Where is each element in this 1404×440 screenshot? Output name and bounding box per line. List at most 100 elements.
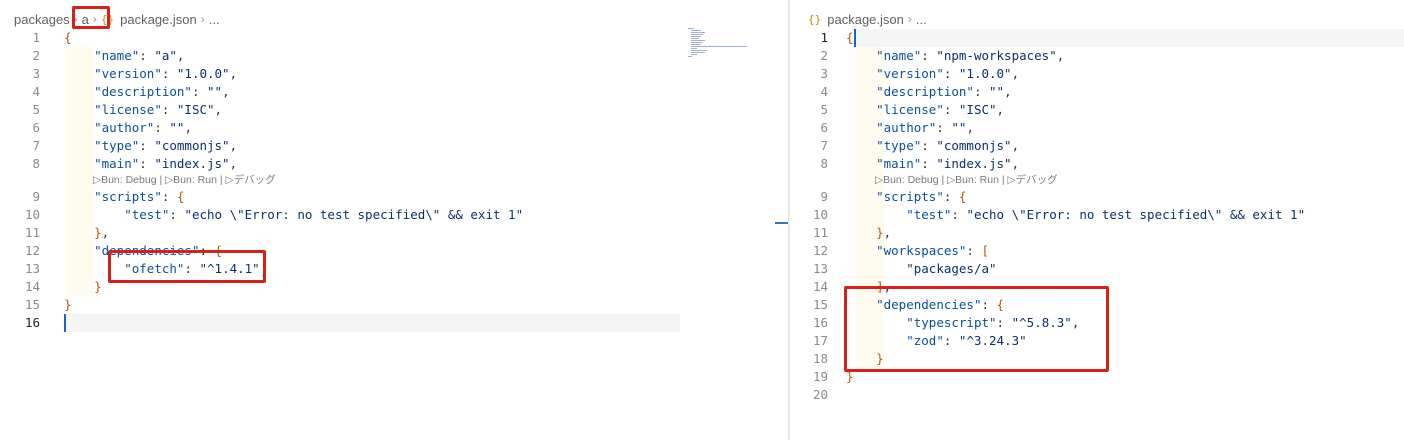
code-line[interactable]: 18 } [790, 350, 1404, 368]
line-number: 13 [812, 261, 828, 276]
breadcrumb-more[interactable]: ... [915, 11, 927, 27]
code-text: "main": "index.js", [876, 156, 1020, 171]
minimap-line [691, 30, 701, 31]
line-number: 16 [812, 315, 828, 330]
code-line[interactable]: 9 "scripts": { [0, 188, 788, 206]
minimap-line [691, 38, 699, 39]
line-number: 3 [32, 66, 40, 81]
line-number: 4 [820, 84, 828, 99]
code-line[interactable]: 9 "scripts": { [790, 188, 1404, 206]
code-line[interactable]: 2 "name": "a", [0, 47, 788, 65]
code-line[interactable]: 6 "author": "", [790, 119, 1404, 137]
text-cursor [64, 314, 66, 332]
code-line[interactable]: 19} [790, 368, 1404, 386]
code-text: "workspaces": [ [876, 243, 990, 258]
code-text: "main": "index.js", [94, 156, 238, 171]
code-line[interactable]: 7 "type": "commonjs", [0, 137, 788, 155]
code-line[interactable]: 16 [0, 314, 788, 332]
line-number: 14 [812, 279, 828, 294]
codelens-actions[interactable]: ▷Bun: Debug | ▷Bun: Run | ▷デバッグ [875, 174, 1058, 186]
breadcrumb-file[interactable]: package.json [827, 11, 904, 27]
code-line[interactable]: 5 "license": "ISC", [0, 101, 788, 119]
breadcrumb-folder-a[interactable]: a [81, 11, 89, 27]
indent-guide-band [65, 47, 93, 296]
line-number: 1 [820, 30, 828, 45]
codelens-actions[interactable]: ▷Bun: Debug | ▷Bun: Run | ▷デバッグ [93, 174, 276, 186]
line-number: 8 [32, 156, 40, 171]
code-text: "zod": "^3.24.3" [906, 333, 1027, 348]
code-line[interactable]: 17 "zod": "^3.24.3" [790, 332, 1404, 350]
minimap-line [691, 32, 705, 33]
line-number: 2 [820, 48, 828, 63]
breadcrumb: packages › a › {} package.json › ... [14, 10, 220, 28]
annotation-box-folder [72, 6, 110, 29]
scrollbar-marker[interactable] [775, 222, 788, 224]
minimap-line [688, 28, 694, 29]
code-text: "test": "echo \"Error: no test specified… [906, 207, 1306, 222]
code-line[interactable]: 8 "main": "index.js", [790, 155, 1404, 173]
code-line[interactable]: 4 "description": "", [0, 83, 788, 101]
breadcrumb-more[interactable]: ... [208, 11, 220, 27]
line-number: 11 [812, 225, 828, 240]
line-number: 4 [32, 84, 40, 99]
code-line[interactable]: 13 "packages/a" [790, 260, 1404, 278]
chevron-right-icon: › [73, 12, 78, 26]
chevron-right-icon: › [92, 12, 97, 26]
code-line[interactable]: 8 "main": "index.js", [0, 155, 788, 173]
minimap-line [691, 36, 701, 37]
breadcrumb-packages[interactable]: packages [14, 11, 70, 27]
line-number: 6 [820, 120, 828, 135]
code-line[interactable]: 12 "workspaces": [ [790, 242, 1404, 260]
code-line[interactable]: 3 "version": "1.0.0", [0, 65, 788, 83]
editor-split-divider[interactable] [788, 0, 790, 440]
line-number: 12 [24, 243, 40, 258]
code-text: "author": "", [876, 120, 974, 135]
chevron-right-icon: › [907, 12, 912, 26]
code-line[interactable]: 11 }, [790, 224, 1404, 242]
code-line[interactable]: 2 "name": "npm-workspaces", [790, 47, 1404, 65]
line-number: 1 [32, 30, 40, 45]
left-editor-pane[interactable]: packages › a › {} package.json › ... 1{2… [0, 0, 788, 440]
code-text: "type": "commonjs", [94, 138, 238, 153]
line-number: 18 [812, 351, 828, 366]
minimap-line [691, 54, 697, 55]
code-line[interactable]: 14 } [0, 278, 788, 296]
indent-guide-band [856, 47, 884, 368]
line-number: 12 [812, 243, 828, 258]
code-editor[interactable]: 1{2 "name": "npm-workspaces",3 "version"… [790, 29, 1404, 404]
code-text: "packages/a" [906, 261, 997, 276]
code-text: "description": "", [876, 84, 1012, 99]
right-editor-pane[interactable]: {} package.json › ... 1{2 "name": "npm-w… [790, 0, 1404, 440]
code-line[interactable]: 7 "type": "commonjs", [790, 137, 1404, 155]
code-line[interactable]: 10 "test": "echo \"Error: no test specif… [0, 206, 788, 224]
code-line[interactable]: 6 "author": "", [0, 119, 788, 137]
code-line[interactable]: 3 "version": "1.0.0", [790, 65, 1404, 83]
code-text: }, [94, 225, 110, 240]
code-text: { [846, 30, 854, 45]
current-line-highlight [64, 314, 680, 332]
code-text: } [94, 279, 102, 294]
code-line[interactable]: 13 "ofetch": "^1.4.1" [0, 260, 788, 278]
code-line[interactable]: 15 "dependencies": { [790, 296, 1404, 314]
code-line[interactable]: 20 [790, 386, 1404, 404]
line-number: 2 [32, 48, 40, 63]
code-line[interactable]: 10 "test": "echo \"Error: no test specif… [790, 206, 1404, 224]
code-text: "version": "1.0.0", [876, 66, 1020, 81]
breadcrumb-file[interactable]: package.json [120, 11, 197, 27]
code-editor[interactable]: 1{2 "name": "a",3 "version": "1.0.0",4 "… [0, 29, 788, 332]
code-line[interactable]: 4 "description": "", [790, 83, 1404, 101]
code-line[interactable]: 1{ [790, 29, 1404, 47]
minimap-line [691, 46, 747, 47]
code-text: } [64, 297, 72, 312]
line-number: 19 [812, 369, 828, 384]
line-number: 20 [812, 387, 828, 402]
line-number: 8 [820, 156, 828, 171]
code-line[interactable]: 15} [0, 296, 788, 314]
code-line[interactable]: 1{ [0, 29, 788, 47]
code-line[interactable]: 5 "license": "ISC", [790, 101, 1404, 119]
code-line[interactable]: 16 "typescript": "^5.8.3", [790, 314, 1404, 332]
code-line[interactable]: 11 }, [0, 224, 788, 242]
json-braces-icon: {} [808, 12, 822, 26]
minimap[interactable] [688, 28, 752, 60]
annotation-box-right-dependencies [844, 286, 1109, 372]
